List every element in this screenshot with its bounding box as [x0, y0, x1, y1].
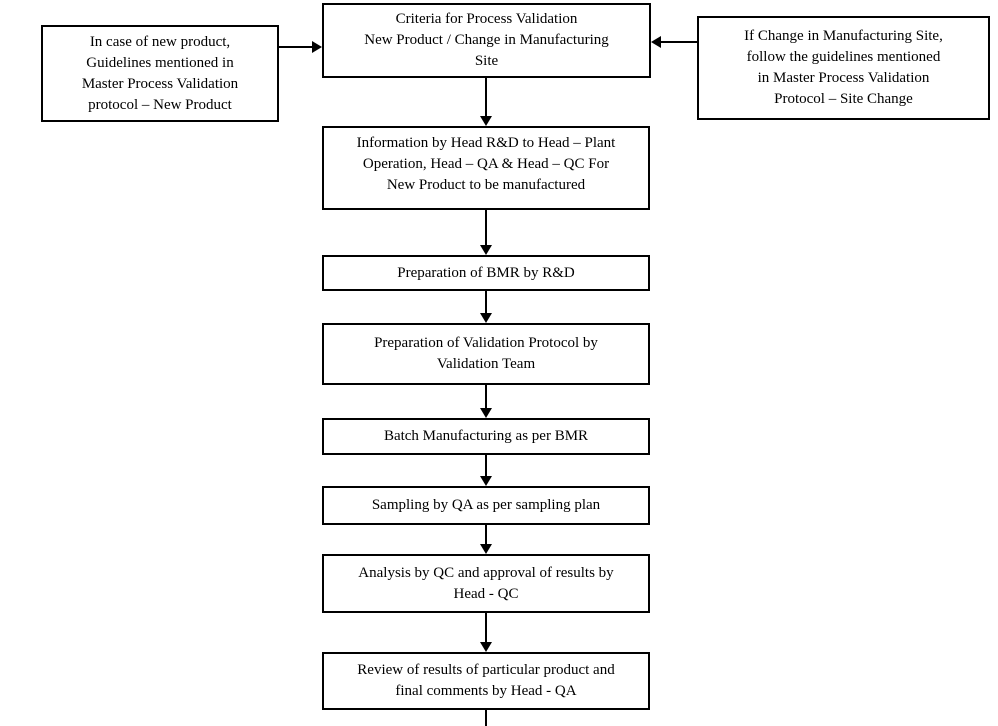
connector-line	[485, 613, 487, 642]
node-qc-analysis-approval: Analysis by QC and approval of results b…	[322, 554, 650, 613]
connector-line	[485, 291, 487, 313]
node-new-product-guidelines: In case of new product, Guidelines menti…	[41, 25, 279, 122]
arrowhead-down-icon	[480, 544, 492, 554]
connector-line	[485, 455, 487, 476]
connector-line	[485, 525, 487, 544]
arrowhead-down-icon	[480, 642, 492, 652]
arrowhead-down-icon	[480, 116, 492, 126]
connector-line	[661, 41, 697, 43]
connector-line	[279, 46, 312, 48]
node-validation-protocol-preparation: Preparation of Validation Protocol by Va…	[322, 323, 650, 385]
arrowhead-down-icon	[480, 245, 492, 255]
connector-line	[485, 710, 487, 726]
node-information-to-heads: Information by Head R&D to Head – Plant …	[322, 126, 650, 210]
connector-line	[485, 385, 487, 408]
arrowhead-down-icon	[480, 476, 492, 486]
arrowhead-left-icon	[651, 36, 661, 48]
node-site-change-guidelines: If Change in Manufacturing Site, follow …	[697, 16, 990, 120]
connector-line	[485, 210, 487, 245]
node-qa-review-final-comments: Review of results of particular product …	[322, 652, 650, 710]
connector-line	[485, 78, 487, 117]
arrowhead-down-icon	[480, 313, 492, 323]
node-criteria-process-validation: Criteria for Process Validation New Prod…	[322, 3, 651, 78]
node-sampling-by-qa: Sampling by QA as per sampling plan	[322, 486, 650, 525]
arrowhead-down-icon	[480, 408, 492, 418]
node-bmr-preparation: Preparation of BMR by R&D	[322, 255, 650, 291]
node-batch-manufacturing: Batch Manufacturing as per BMR	[322, 418, 650, 455]
arrowhead-right-icon	[312, 41, 322, 53]
